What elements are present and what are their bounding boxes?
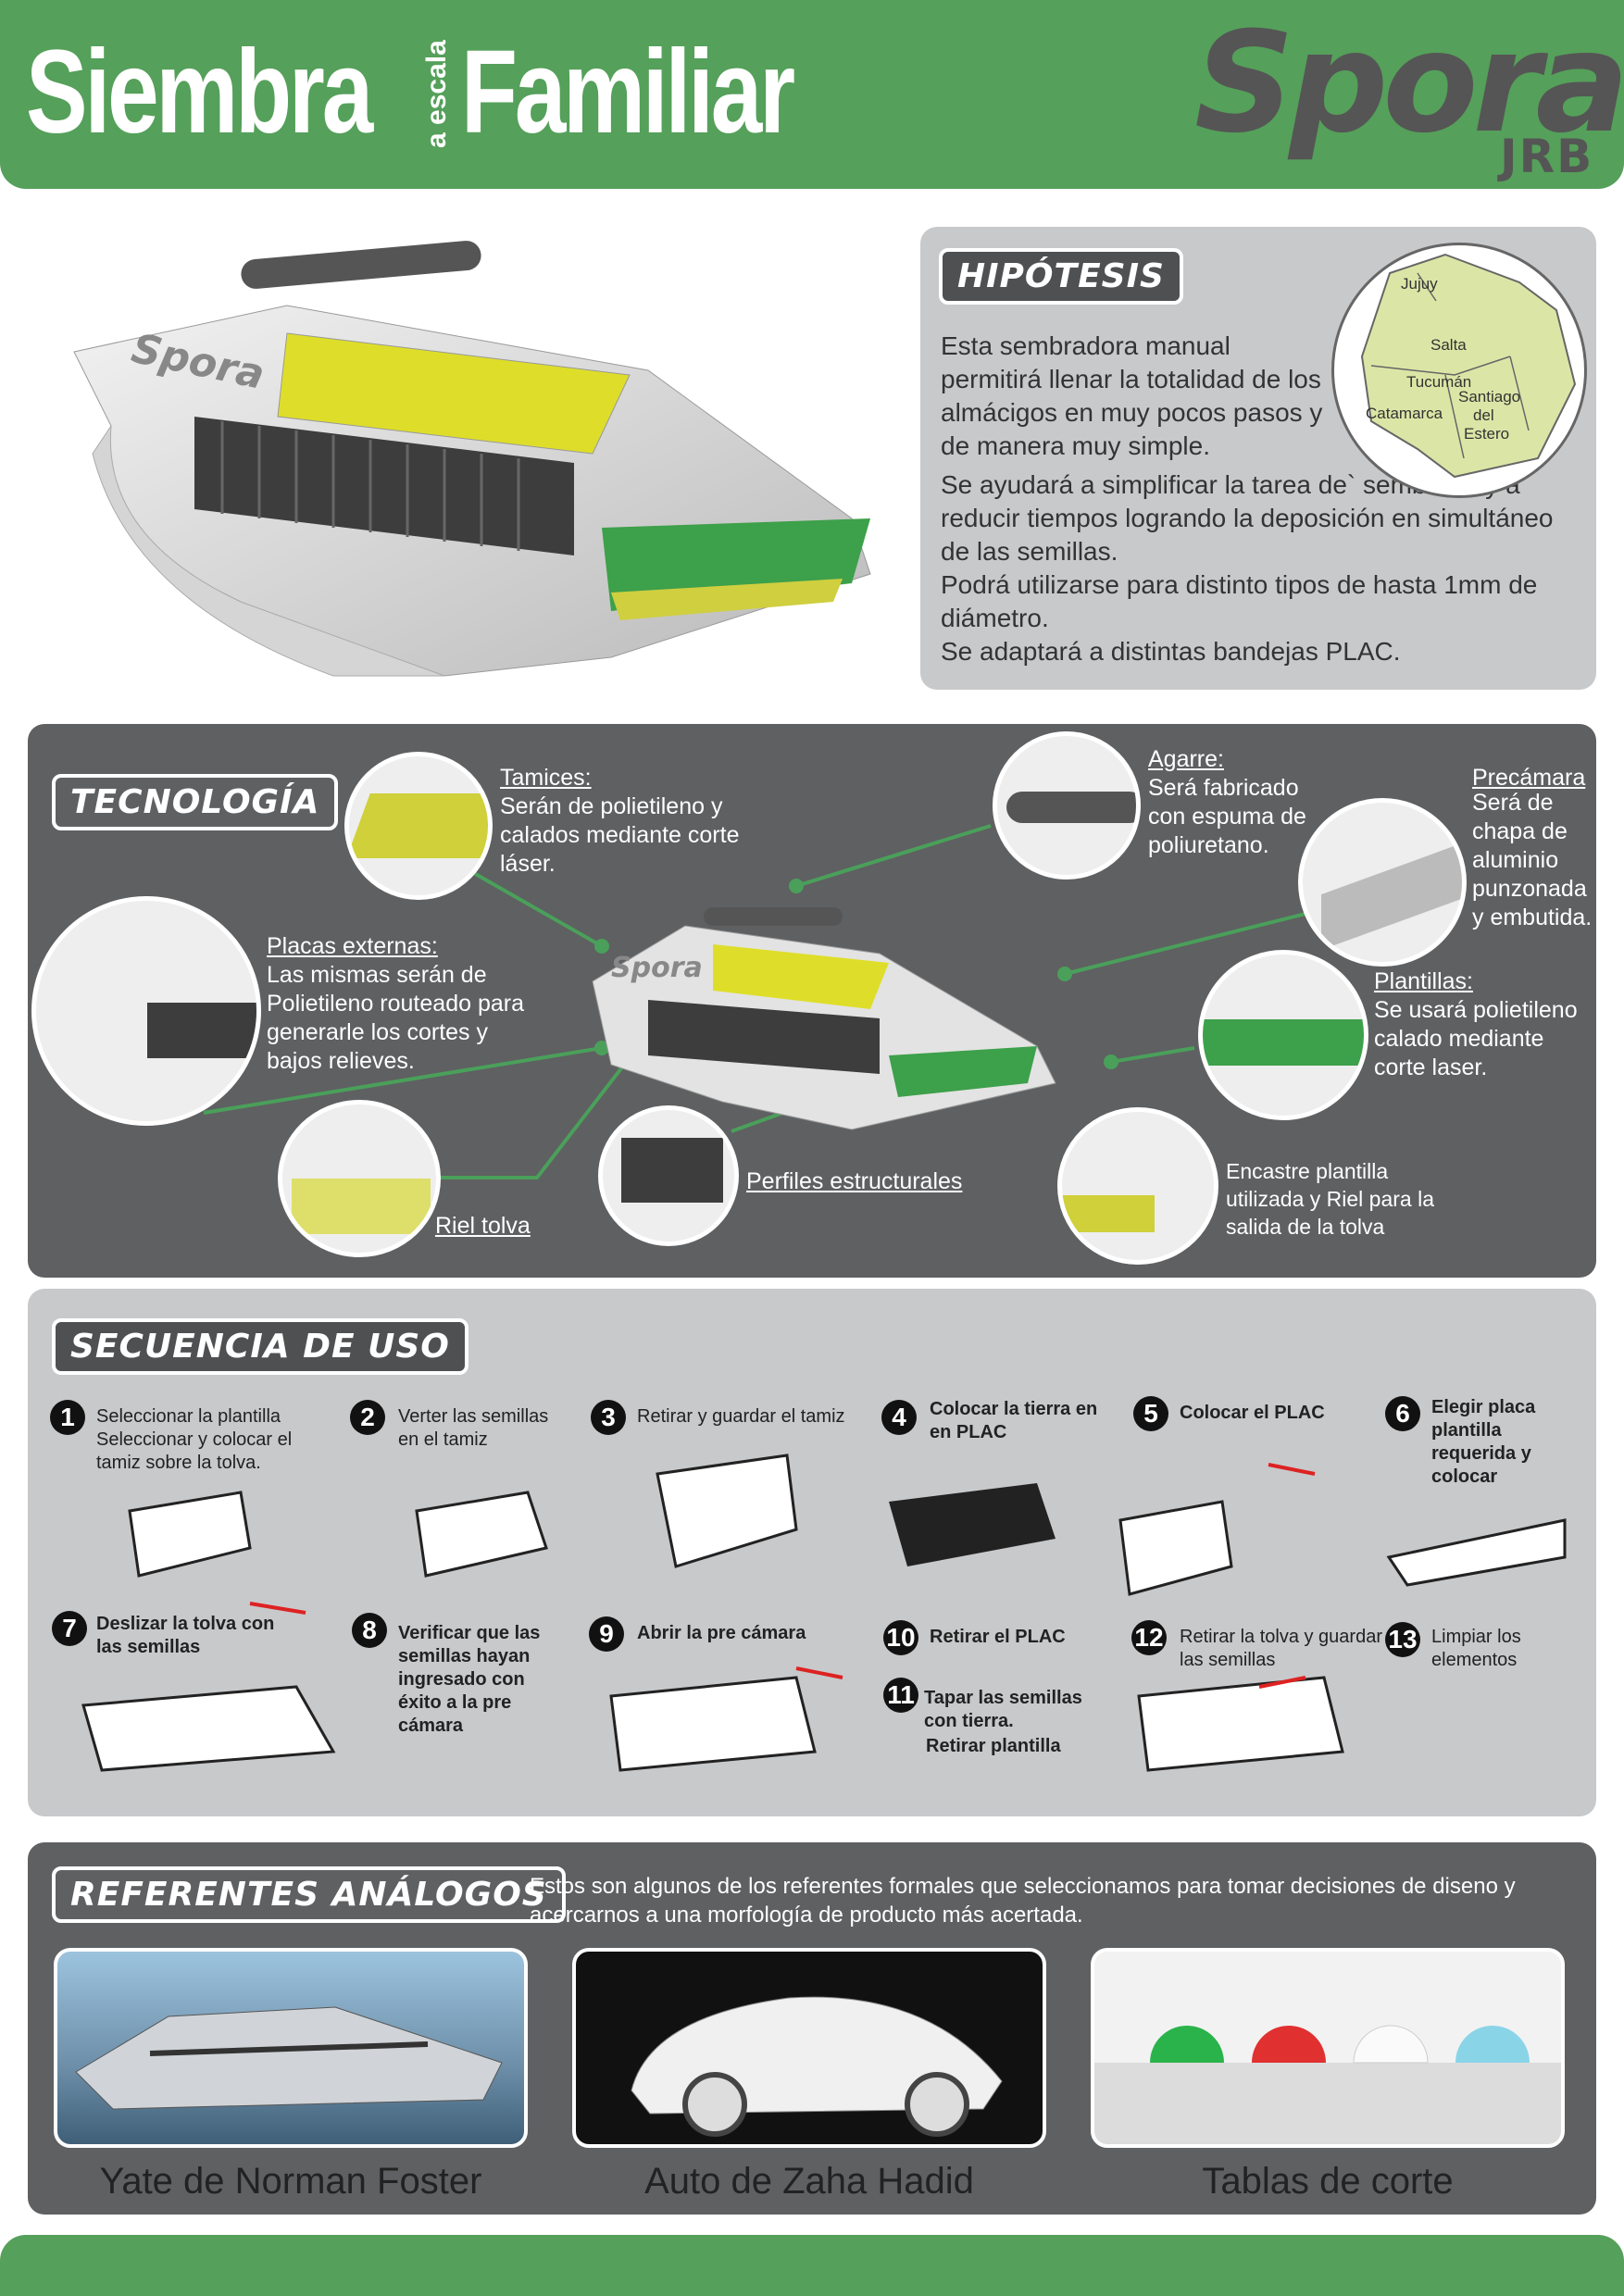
step-12-text: Retirar la tolva y guardar las semillas <box>1180 1627 1382 1670</box>
svg-text:Spora: Spora <box>611 952 703 984</box>
step-13-text: Limpiar los elementos <box>1431 1627 1521 1670</box>
sequence-illustrations <box>81 1454 1567 1772</box>
step-1-text: Seleccionar la plantilla Seleccionar y c… <box>96 1406 293 1473</box>
title-siembra: Siembra <box>26 26 373 158</box>
reference-yacht-image <box>54 1948 528 2148</box>
step-13-number: 13 <box>1385 1622 1420 1657</box>
step-2-text: Verter las semillas en el tamiz <box>398 1406 549 1450</box>
tamices-body: Serán de polietileno y calados mediante … <box>500 793 740 877</box>
plantillas-title: Plantillas: <box>1374 968 1473 994</box>
references-tag: REFERENTES ANÁLOGOS <box>52 1866 566 1923</box>
map-label-estero: Estero <box>1464 425 1510 443</box>
agarre-title: Agarre: <box>1148 746 1224 772</box>
header-bar <box>0 0 1624 189</box>
agarre-body: Será fabricado con espuma de poliuretano… <box>1148 775 1306 858</box>
step-10-number: 10 <box>883 1620 918 1655</box>
step-8-number: 8 <box>352 1613 387 1648</box>
cutting-boards-shape <box>1094 2025 1561 2144</box>
step-5-number: 5 <box>1133 1396 1168 1431</box>
map-label-santiago: Santiago <box>1458 388 1521 406</box>
placas-body: Las mismas serán de Polietileno routeado… <box>267 962 524 1074</box>
step-3-text: Retirar y guardar el tamiz <box>637 1406 845 1427</box>
reference-boards-image <box>1091 1948 1565 2148</box>
step-12-number: 12 <box>1131 1620 1167 1655</box>
placas-externas-detail <box>31 896 261 1126</box>
riel-tolva-detail <box>278 1100 441 1257</box>
map-label-jujuy: Jujuy <box>1401 275 1438 293</box>
region-map: Jujuy Salta Tucumán Santiago del Estero … <box>1331 243 1587 498</box>
hypothesis-paragraph-4: Se adaptará a distintas bandejas PLAC. <box>941 637 1401 666</box>
step-10-text: Retirar el PLAC <box>930 1627 1066 1647</box>
step-9-number: 9 <box>589 1616 624 1652</box>
step-4-number: 4 <box>881 1400 917 1435</box>
technology-tag: TECNOLOGÍA <box>52 774 339 830</box>
hypothesis-tag: HIPÓTESIS <box>939 248 1183 305</box>
hypothesis-paragraph-1: Esta sembradora manual permitirá llenar … <box>941 331 1323 460</box>
step-9-text: Abrir la pre cámara <box>637 1623 806 1643</box>
step-11-number: 11 <box>883 1678 918 1713</box>
plantillas-body: Se usará polietileno calado mediante cor… <box>1374 997 1578 1080</box>
step-3-number: 3 <box>591 1400 626 1435</box>
reference-car-image <box>572 1948 1046 2148</box>
reference-caption-boards: Tablas de corte <box>1202 2161 1454 2202</box>
precamara-body: Será de chapa de aluminio punzonada y em… <box>1472 790 1593 930</box>
agarre-detail <box>993 731 1141 880</box>
step-6-text: Elegir placa plantilla requerida y coloc… <box>1431 1397 1536 1487</box>
step-11b-text: Retirar plantilla <box>926 1736 1061 1756</box>
perfiles-label: Perfiles estructurales <box>746 1168 963 1194</box>
references-description: Estos son algunos de los referentes form… <box>530 1874 1516 1928</box>
map-label-del: del <box>1473 406 1494 424</box>
hypothesis-paragraphs: Se ayudará a simplificar la tarea de` se… <box>941 468 1589 668</box>
map-label-salta: Salta <box>1430 336 1467 354</box>
riel-tolva-label: Riel tolva <box>435 1213 531 1239</box>
footer-bar <box>0 2235 1624 2296</box>
precamara-detail <box>1298 798 1467 967</box>
reference-caption-yacht: Yate de Norman Foster <box>99 2161 482 2202</box>
map-shape <box>1360 253 1577 479</box>
technology-product-render: Spora <box>592 907 1056 1130</box>
placas-title: Placas externas: <box>267 933 438 959</box>
step-7-text: Deslizar la tolva con las semillas <box>96 1614 275 1657</box>
encastre-label: Encastre plantilla utilizada y Riel para… <box>1226 1159 1435 1239</box>
perfiles-detail <box>598 1105 739 1246</box>
map-label-tucuman: Tucumán <box>1406 373 1472 391</box>
yacht-shape <box>75 2006 503 2110</box>
precamara-title: Precámara <box>1472 765 1586 791</box>
seeder-product-render: Spora <box>73 241 871 677</box>
hypothesis-paragraph-3: Podrá utilizarse para distinto tipos de … <box>941 570 1538 632</box>
step-2-number: 2 <box>350 1400 385 1435</box>
car-shape <box>631 1996 1003 2137</box>
encastre-detail <box>1057 1107 1218 1265</box>
tamices-detail <box>344 752 493 900</box>
plantillas-detail <box>1198 950 1368 1120</box>
step-7-number: 7 <box>52 1611 87 1646</box>
map-label-catamarca: Catamarca <box>1366 405 1443 422</box>
step-8-text: Verificar que las semillas hayan ingresa… <box>398 1623 541 1736</box>
title-familiar: Familiar <box>461 26 795 158</box>
sequence-tag: SECUENCIA DE USO <box>52 1318 468 1375</box>
step-6-number: 6 <box>1385 1396 1420 1431</box>
step-1-number: 1 <box>50 1400 85 1435</box>
jrb-logo: JRB <box>1500 130 1594 183</box>
title-vertical: a escala <box>421 40 452 148</box>
reference-caption-car: Auto de Zaha Hadid <box>644 2161 974 2202</box>
tamices-title: Tamices: <box>500 765 592 791</box>
step-5-text: Colocar el PLAC <box>1180 1403 1325 1423</box>
spora-logo: Spora <box>1194 3 1624 164</box>
step-11-text: Tapar las semillas con tierra. <box>924 1688 1082 1731</box>
step-4-text: Colocar la tierra en en PLAC <box>930 1399 1098 1442</box>
